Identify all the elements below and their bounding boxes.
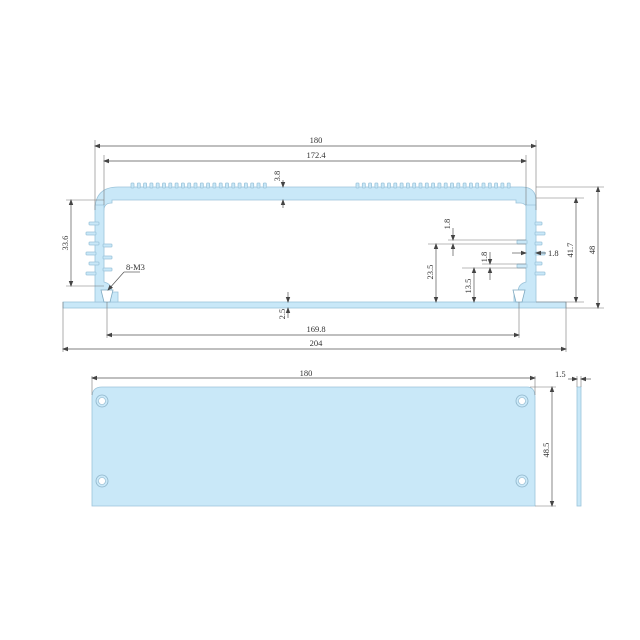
fin xyxy=(534,241,543,246)
dim-inner-width: 172.4 xyxy=(306,150,326,160)
fin xyxy=(168,182,173,189)
fin xyxy=(387,182,391,189)
hole-icon xyxy=(95,474,109,488)
fin xyxy=(462,182,467,189)
fin xyxy=(85,231,97,236)
fin xyxy=(130,182,135,189)
dim-screw-spacing: 169.8 xyxy=(306,324,325,334)
top-wall xyxy=(94,186,537,211)
fin xyxy=(506,182,511,189)
fin xyxy=(102,243,113,248)
fin xyxy=(102,267,113,272)
fin xyxy=(361,182,366,189)
fin xyxy=(136,182,141,189)
fin xyxy=(393,182,398,189)
fin xyxy=(162,182,166,189)
fin xyxy=(431,182,436,189)
fin xyxy=(450,182,454,189)
fin xyxy=(355,182,360,189)
fin xyxy=(516,239,528,245)
fin xyxy=(193,182,198,189)
fin xyxy=(534,261,543,266)
fin xyxy=(500,182,505,189)
right-wall xyxy=(513,204,537,303)
hole-icon xyxy=(95,394,109,408)
fin xyxy=(368,182,373,189)
fin xyxy=(534,271,546,276)
fin xyxy=(374,182,379,189)
fin xyxy=(534,231,546,236)
mounting-holes xyxy=(95,394,529,488)
dim-overall-height: 48 xyxy=(587,246,597,255)
base-plate xyxy=(62,301,567,309)
dim-plate-thickness: 1.5 xyxy=(555,369,566,379)
fin xyxy=(243,182,248,189)
end-plate-view: 180 48.5 1.5 xyxy=(91,368,591,507)
fin xyxy=(174,182,179,189)
fin xyxy=(199,182,204,189)
fin xyxy=(424,182,429,189)
dim-slot-base-2: 13.5 xyxy=(463,279,473,294)
profile-view: 180 172.4 3.8 33.6 8-M3 1.8 1.8 23.5 13.… xyxy=(60,135,604,352)
fin xyxy=(218,182,223,189)
fin xyxy=(237,182,242,189)
fin xyxy=(487,182,492,189)
fin xyxy=(85,271,97,276)
hole-icon xyxy=(515,394,529,408)
end-plate xyxy=(91,386,536,507)
dim-base-thickness: 2.5 xyxy=(277,309,287,320)
fin xyxy=(456,182,461,189)
dim-slot-2: 1.8 xyxy=(479,252,489,263)
fin xyxy=(516,263,528,269)
fin xyxy=(187,182,192,189)
fin xyxy=(88,241,100,246)
fin xyxy=(468,182,473,189)
fin xyxy=(143,182,148,189)
top-fins xyxy=(130,182,511,189)
left-side-fins xyxy=(85,221,113,276)
fin xyxy=(149,182,154,189)
fin xyxy=(534,251,546,256)
dim-plate-width: 180 xyxy=(300,368,313,378)
fin xyxy=(443,182,448,189)
fin xyxy=(212,182,217,189)
dim-screw-label: 8-M3 xyxy=(126,262,145,272)
fin xyxy=(475,182,480,189)
fin xyxy=(418,182,423,189)
fin xyxy=(206,182,211,189)
dim-plate-height: 48.5 xyxy=(541,443,551,458)
fin xyxy=(155,182,160,189)
fin xyxy=(380,182,385,189)
dim-inner-height: 41.7 xyxy=(565,243,575,258)
dim-left-fin-height: 33.6 xyxy=(60,236,70,251)
left-wall xyxy=(94,204,119,303)
fin xyxy=(412,182,417,189)
end-plate-side xyxy=(576,386,582,507)
fin xyxy=(88,221,100,226)
fin xyxy=(250,182,255,189)
fin xyxy=(405,182,410,189)
screw-channel-right xyxy=(512,289,526,303)
dim-top-wall: 3.8 xyxy=(272,171,282,182)
fin xyxy=(180,182,185,189)
fin xyxy=(256,182,261,189)
dim-slot-base-1: 23.5 xyxy=(425,265,435,280)
fin xyxy=(399,182,404,189)
fin xyxy=(231,182,236,189)
dim-overall-width: 180 xyxy=(310,135,323,145)
fin xyxy=(262,182,267,189)
fin xyxy=(85,251,97,256)
dim-slot-1: 1.8 xyxy=(442,219,452,230)
hole-icon xyxy=(515,474,529,488)
fin xyxy=(437,182,442,189)
fin xyxy=(102,255,113,260)
fin xyxy=(88,261,100,266)
dim-base-width: 204 xyxy=(310,338,324,348)
fin xyxy=(534,221,543,226)
dim-side-wall: 1.8 xyxy=(548,248,559,258)
fin xyxy=(481,182,486,189)
fin xyxy=(225,182,229,189)
fin xyxy=(494,182,499,189)
